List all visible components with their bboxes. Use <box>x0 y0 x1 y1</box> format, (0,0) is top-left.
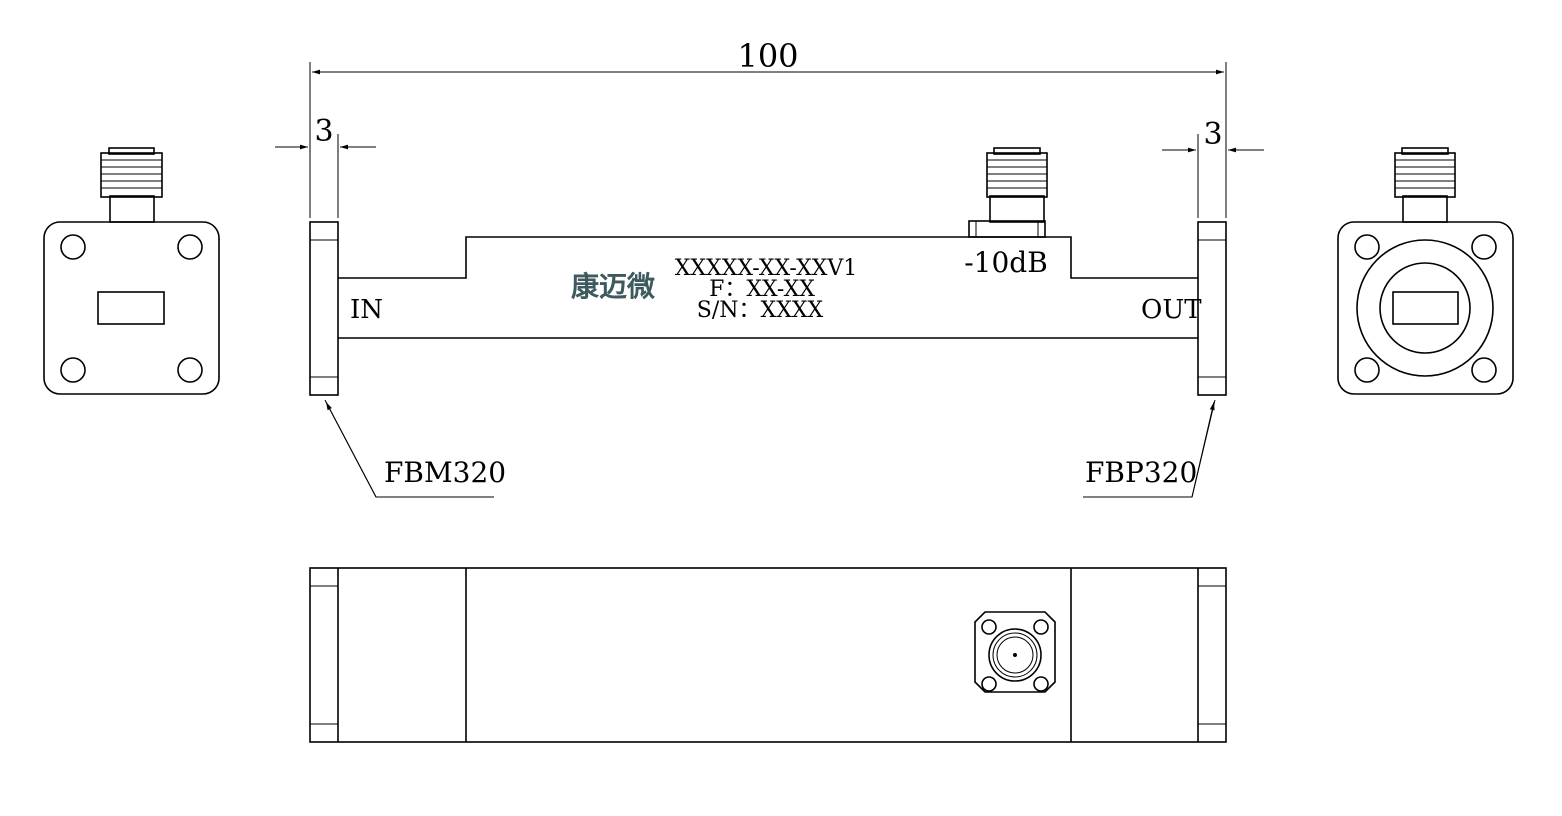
model-number: XXXXX-XX-XXV1 <box>675 256 858 281</box>
top-view <box>309 567 1227 743</box>
output-port-label: OUT <box>1141 295 1202 325</box>
brand-logo: 康迈微 <box>571 270 655 303</box>
left-end-view <box>43 147 220 395</box>
output-flange-label: FBP320 <box>1085 456 1197 489</box>
right-end-view <box>1337 147 1514 395</box>
serial-number-marking: S/N：XXXX <box>697 298 824 323</box>
dimension-lines <box>275 62 1264 498</box>
front-view <box>309 147 1227 396</box>
coupled-port-label: -10dB <box>964 246 1048 279</box>
input-port-label: IN <box>350 295 383 325</box>
overall-length-dimension: 100 <box>737 37 798 75</box>
frequency-marking: F：XX-XX <box>709 277 815 302</box>
right-flange-dimension: 3 <box>1203 117 1222 152</box>
input-flange-label: FBM320 <box>384 456 506 489</box>
left-flange-dimension: 3 <box>314 114 333 149</box>
